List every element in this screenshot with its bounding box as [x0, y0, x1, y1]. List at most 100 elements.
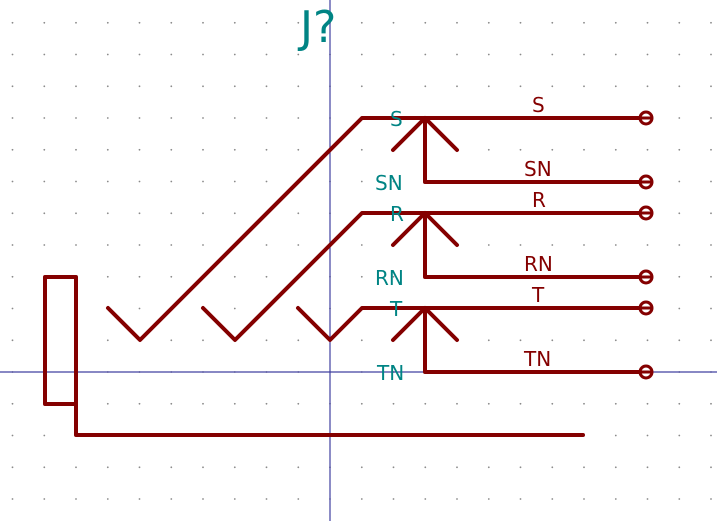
pin-endpoint-s[interactable]: [638, 110, 654, 126]
grid-dot: [519, 339, 522, 342]
jack-symbol[interactable]: [43, 116, 642, 437]
grid-dot: [138, 466, 141, 469]
grid-dot: [75, 85, 77, 88]
grid-dot: [678, 244, 681, 246]
grid-dot: [646, 498, 649, 500]
grid-dot: [202, 212, 204, 215]
grid-dot: [170, 53, 173, 56]
grid-dot: [11, 402, 14, 405]
grid-dot: [424, 402, 427, 405]
grid-dot: [392, 402, 395, 405]
grid-dot: [233, 212, 236, 215]
grid-dot: [678, 180, 681, 183]
grid-dot: [710, 275, 712, 278]
grid-dot: [360, 53, 363, 56]
grid-dot: [297, 117, 300, 119]
grid-dot: [551, 21, 554, 24]
pin-endpoint-t[interactable]: [638, 300, 654, 316]
pin-endpoint-r[interactable]: [638, 205, 654, 221]
grid-dot: [583, 466, 585, 469]
grid-dot: [614, 434, 617, 437]
grid-dot: [106, 212, 109, 215]
grid-dot: [710, 21, 712, 24]
grid-dot: [519, 53, 522, 56]
grid-dot: [360, 244, 363, 246]
grid-dot: [392, 275, 395, 278]
reference-designator[interactable]: J?: [297, 2, 336, 53]
grid-dot: [233, 275, 236, 278]
grid-dot: [265, 466, 268, 469]
grid-dot: [551, 85, 554, 88]
grid-dot: [360, 148, 363, 151]
grid-dot: [710, 212, 712, 215]
grid-dot: [646, 466, 649, 469]
grid-dot: [202, 21, 204, 24]
grid-dot: [75, 180, 77, 183]
grid-dot: [360, 402, 363, 405]
grid-dot: [11, 498, 14, 500]
grid-dot: [106, 53, 109, 56]
pin-name-tn: TN: [523, 347, 551, 371]
grid-dot: [360, 85, 363, 88]
grid-dot: [106, 466, 109, 469]
grid-dot: [202, 466, 204, 469]
grid-dot: [710, 117, 712, 119]
grid-dot: [551, 402, 554, 405]
grid-dot: [43, 498, 46, 500]
grid-dot: [43, 53, 46, 56]
grid-dot: [11, 148, 14, 151]
grid-dot: [233, 180, 236, 183]
grid-dot: [424, 53, 427, 56]
pin-endpoint-rn[interactable]: [638, 269, 654, 285]
grid-dot: [170, 117, 173, 119]
grid-dot: [138, 21, 141, 24]
grid-dot: [551, 466, 554, 469]
grid-dot: [138, 53, 141, 56]
grid-dot: [11, 434, 14, 437]
grid-dot: [170, 212, 173, 215]
grid-dot: [519, 466, 522, 469]
grid-dot: [710, 53, 712, 56]
sleeve-conductor: [74, 402, 585, 437]
grid-dot: [646, 53, 649, 56]
grid-dot: [614, 339, 617, 342]
grid-dot: [11, 244, 14, 246]
grid-dot: [424, 466, 427, 469]
grid-dot: [646, 85, 649, 88]
grid-dot: [138, 275, 141, 278]
grid-dot: [202, 117, 204, 119]
grid-dot: [138, 402, 141, 405]
grid-dot: [170, 275, 173, 278]
pin-endpoint-sn[interactable]: [638, 174, 654, 190]
grid-dot: [297, 402, 300, 405]
normal-contact-tn: [423, 306, 642, 374]
pin-name-s: S: [532, 93, 545, 117]
grid-dot: [360, 339, 363, 342]
grid-dot: [360, 498, 363, 500]
grid-dot: [265, 180, 268, 183]
grid-dot: [583, 21, 585, 24]
grid-dot: [297, 212, 300, 215]
grid-dot: [456, 53, 458, 56]
grid-dot: [297, 85, 300, 88]
grid-dot: [265, 244, 268, 246]
grid-dot: [583, 339, 585, 342]
grid-dot: [11, 466, 14, 469]
grid-dot: [106, 21, 109, 24]
pin-name-sn: SN: [524, 157, 552, 181]
contact-spring-t: [296, 306, 427, 342]
grid-dot: [202, 498, 204, 500]
grid-dot: [678, 275, 681, 278]
grid-dot: [170, 402, 173, 405]
grid-dot: [487, 466, 490, 469]
grid-dot: [75, 244, 77, 246]
pin-endpoint-tn[interactable]: [638, 364, 654, 380]
grid-dot: [106, 244, 109, 246]
label-sn: SN: [375, 171, 403, 195]
grid-dot: [233, 21, 236, 24]
pin-endpoints: [638, 110, 654, 380]
grid-dot: [614, 53, 617, 56]
grid-dot: [11, 275, 14, 278]
grid-dot: [583, 498, 585, 500]
